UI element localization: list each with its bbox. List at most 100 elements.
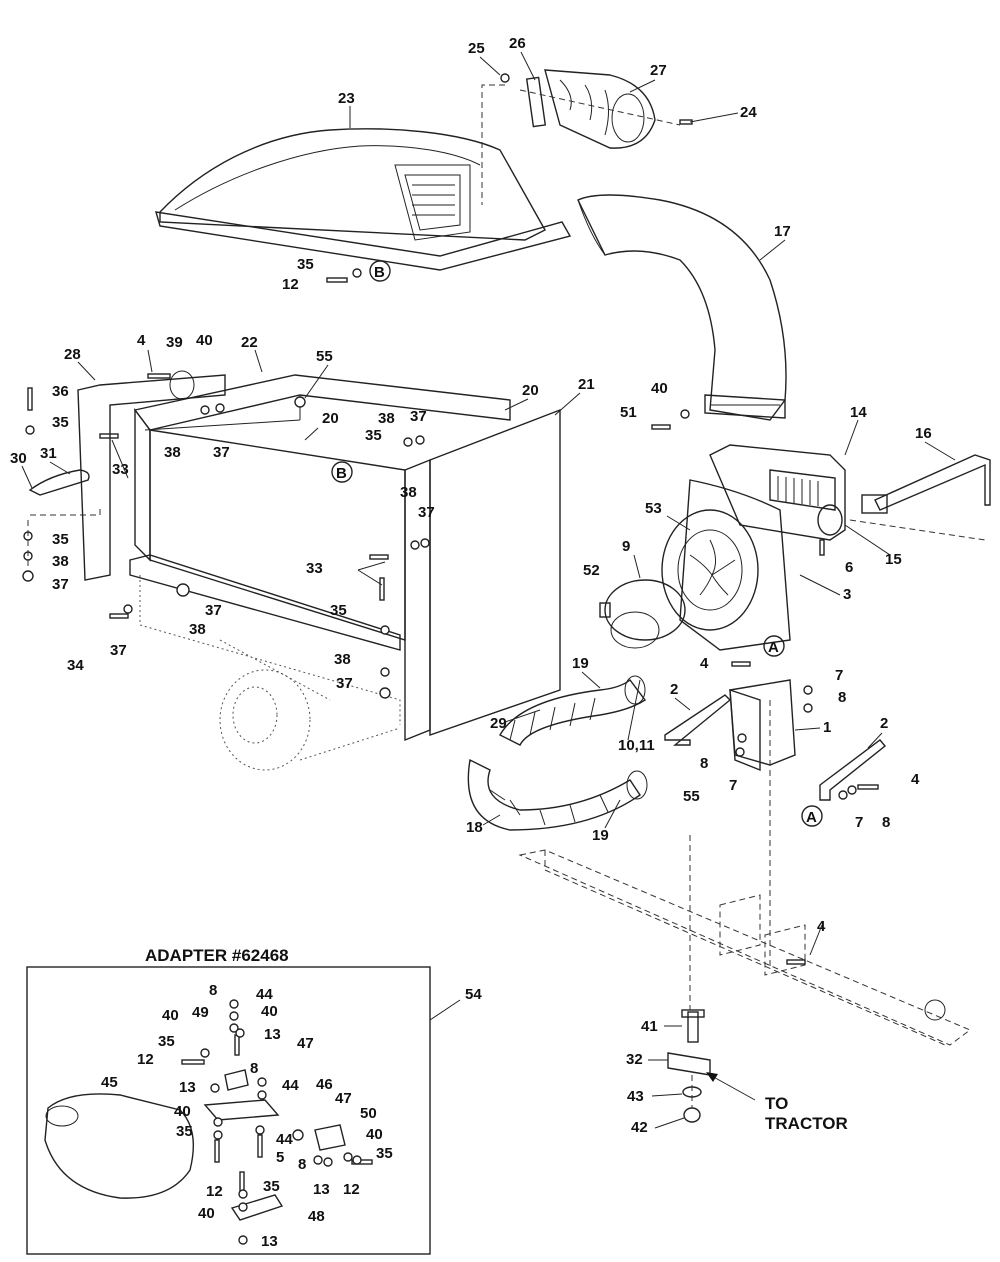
- callout-35: 35: [52, 531, 69, 548]
- adapter-callout-12: 12: [343, 1181, 360, 1198]
- callout-8: 8: [838, 689, 846, 706]
- callout-24: 24: [740, 104, 757, 121]
- hitch-hardware-part: [667, 1009, 756, 1123]
- callout-31: 31: [40, 445, 57, 462]
- hardware-part: [22, 119, 879, 965]
- callout-8: 8: [882, 814, 890, 831]
- callout-4: 4: [700, 655, 709, 672]
- ref-b-box: B: [336, 465, 347, 482]
- adapter-callout-13: 13: [313, 1181, 330, 1198]
- callout-37: 37: [418, 504, 435, 521]
- callout-27: 27: [650, 62, 667, 79]
- adapter-callout-8: 8: [250, 1060, 258, 1077]
- callout-4: 4: [911, 771, 920, 788]
- callout-10-11: 10,11: [618, 737, 655, 754]
- callout-21: 21: [578, 376, 595, 393]
- adapter-callout-47: 47: [335, 1090, 352, 1107]
- callout-40: 40: [651, 380, 668, 397]
- callout-16: 16: [915, 425, 932, 442]
- callout-14: 14: [850, 404, 867, 421]
- bag-part: [481, 69, 681, 205]
- callout-34: 34: [67, 657, 84, 674]
- tractor-frame-part: [518, 700, 971, 1046]
- callout-33: 33: [112, 461, 129, 478]
- adapter-callout-44: 44: [256, 986, 273, 1003]
- callout-15: 15: [885, 551, 902, 568]
- callout-37: 37: [205, 602, 222, 619]
- ref-b-hood: B: [374, 264, 385, 281]
- callout-42: 42: [631, 1119, 648, 1136]
- mount-bracket-part: [664, 679, 886, 801]
- callout-40: 40: [196, 332, 213, 349]
- callout-2: 2: [670, 681, 678, 698]
- adapter-callout-47: 47: [297, 1035, 314, 1052]
- adapter-callout-35: 35: [176, 1123, 193, 1140]
- adapter-callout-13: 13: [261, 1233, 278, 1250]
- callout-7: 7: [729, 777, 737, 794]
- adapter-callout-12: 12: [206, 1183, 223, 1200]
- adapter-callout-5: 5: [276, 1149, 284, 1166]
- adapter-callout-13: 13: [179, 1079, 196, 1096]
- callout-37: 37: [213, 444, 230, 461]
- adapter-callout-13: 13: [264, 1026, 281, 1043]
- adapter-callout-48: 48: [308, 1208, 325, 1225]
- ref-a-bracket: A: [806, 809, 817, 826]
- hose-part: [467, 675, 648, 831]
- adapter-title: ADAPTER #62468: [145, 946, 289, 965]
- adapter-callout-49: 49: [192, 1004, 209, 1021]
- reference-markers: B B A A: [331, 260, 823, 827]
- callout-9: 9: [622, 538, 630, 555]
- callout-19: 19: [572, 655, 589, 672]
- adapter-callout-8: 8: [209, 982, 217, 999]
- callout-51: 51: [620, 404, 637, 421]
- callout-38: 38: [164, 444, 181, 461]
- adapter-callout-46: 46: [316, 1076, 333, 1093]
- callout-43: 43: [627, 1088, 644, 1105]
- callout-26: 26: [509, 35, 526, 52]
- callout-7: 7: [835, 667, 843, 684]
- callout-41: 41: [641, 1018, 658, 1035]
- callout-32: 32: [626, 1051, 643, 1068]
- callout-20: 20: [522, 382, 539, 399]
- adapter-callout-40: 40: [162, 1007, 179, 1024]
- callout-37: 37: [52, 576, 69, 593]
- callout-52: 52: [583, 562, 600, 579]
- adapter-callout-35: 35: [158, 1033, 175, 1050]
- callout-38: 38: [52, 553, 69, 570]
- callout-17: 17: [774, 223, 791, 240]
- callout-55: 55: [316, 348, 333, 365]
- callout-38: 38: [189, 621, 206, 638]
- discharge-tube-part: [577, 194, 787, 421]
- adapter-callout-35: 35: [376, 1145, 393, 1162]
- callout-25: 25: [468, 40, 485, 57]
- callout-39: 39: [166, 334, 183, 351]
- callout-8: 8: [700, 755, 708, 772]
- to-tractor-label-line2: TRACTOR: [765, 1114, 848, 1133]
- adapter-callout-44: 44: [276, 1131, 293, 1148]
- callout-35: 35: [297, 256, 314, 273]
- adapter-callout-40: 40: [198, 1205, 215, 1222]
- callout-35: 35: [330, 602, 347, 619]
- adapter-callout-40: 40: [366, 1126, 383, 1143]
- to-tractor-label-line1: TO: [765, 1094, 788, 1113]
- callout-2: 2: [880, 715, 888, 732]
- hopper-box-part: [129, 374, 561, 771]
- adapter-callout-12: 12: [137, 1051, 154, 1068]
- callout-38: 38: [378, 410, 395, 427]
- callout-labels: 25 26 27 24 23 35 12 17 28 4 39 40 22 55…: [10, 35, 932, 1136]
- callout-20: 20: [322, 410, 339, 427]
- callout-38: 38: [400, 484, 417, 501]
- callout-29: 29: [490, 715, 507, 732]
- blower-engine-part: [599, 444, 846, 651]
- callout-28: 28: [64, 346, 81, 363]
- callout-4: 4: [137, 332, 146, 349]
- hood-part: [155, 128, 572, 271]
- adapter-callout-50: 50: [360, 1105, 377, 1122]
- callout-53: 53: [645, 500, 662, 517]
- callout-37: 37: [336, 675, 353, 692]
- adapter-callout-45: 45: [101, 1074, 118, 1091]
- brace-rod-part: [849, 454, 991, 541]
- callout-23: 23: [338, 90, 355, 107]
- callout-22: 22: [241, 334, 258, 351]
